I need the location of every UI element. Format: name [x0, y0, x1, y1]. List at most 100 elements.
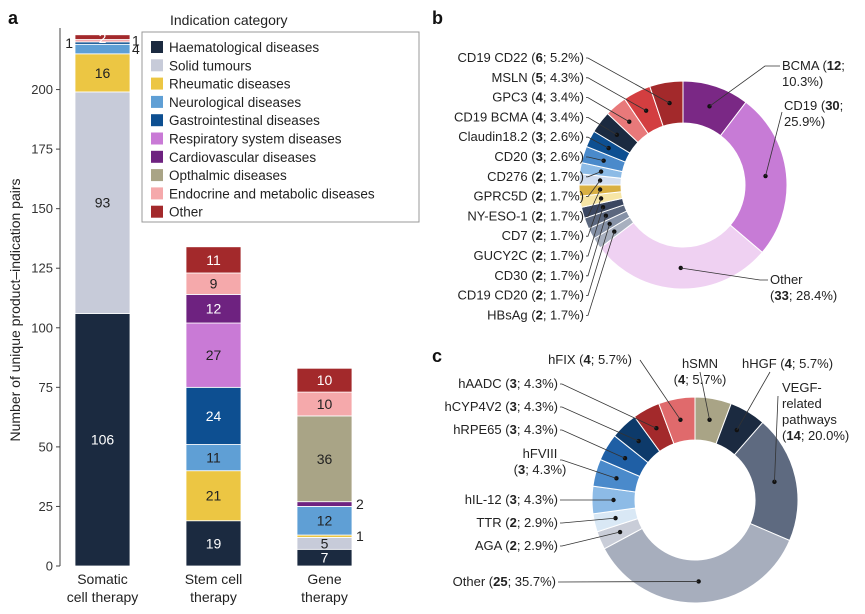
y-tick-label: 175 — [31, 142, 53, 157]
x-category-label: Gene — [307, 571, 341, 587]
legend-frame — [141, 31, 420, 223]
donut-label-hcyp4v2: hCYP4V2 (3; 4.3%) — [445, 399, 558, 414]
bar-segment-cardiovascular-diseases — [185, 294, 242, 324]
y-tick-label: 75 — [39, 380, 53, 395]
donut-label-hbsag: HBsAg (2; 1.7%) — [487, 307, 584, 322]
legend-swatch — [151, 114, 163, 127]
donut-label-ttr: TTR (2; 2.9%) — [476, 515, 558, 530]
leader-line — [560, 531, 621, 547]
bar-value-label: 1 — [132, 33, 140, 49]
legend-label: Other — [169, 205, 203, 220]
y-tick-label: 200 — [31, 82, 53, 97]
donut-label-hsmn: (4; 5.7%) — [674, 372, 727, 387]
donut-label-hfviii: hFVIII — [523, 446, 558, 461]
bar-segment-haematological-diseases — [185, 520, 242, 567]
leader-line — [586, 97, 630, 123]
leader-line — [699, 371, 710, 420]
bar-segment-other — [185, 246, 242, 274]
legend-label: Neurological diseases — [169, 95, 301, 110]
legend-title: Indication category — [170, 12, 288, 28]
bar-segment-gastrointestinal-diseases — [185, 386, 242, 445]
panel-a-letter: a — [8, 8, 19, 28]
donut-slice-other — [603, 522, 791, 604]
leader-line — [586, 231, 615, 316]
donut-label-cd19: CD19 (30; — [784, 98, 843, 113]
y-axis-title: Number of unique product–indication pair… — [7, 178, 23, 441]
bar-value-label: 12 — [206, 301, 222, 317]
legend-swatch — [151, 187, 163, 200]
legend: Indication category Haematological disea… — [141, 12, 420, 223]
donut-label-cd7: CD7 (2; 1.7%) — [502, 228, 584, 243]
donut-slice-hfix — [658, 396, 696, 445]
donut-label-cd19: 25.9%) — [784, 114, 825, 129]
leader-line — [586, 189, 601, 217]
bar-segment-rheumatic-diseases — [185, 470, 242, 522]
bar-segment-opthalmic-diseases — [296, 415, 353, 503]
donut-label-gpc3: GPC3 (4; 3.4%) — [492, 90, 584, 105]
leader-line — [639, 359, 681, 421]
donut-label-aga: AGA (2; 2.9%) — [475, 538, 558, 553]
donut-label-hrpe65: hRPE65 (3; 4.3%) — [453, 422, 558, 437]
x-category-label: Somatic — [77, 571, 128, 587]
bar-value-label: 4 — [132, 41, 140, 57]
donut-label-msln: MSLN (5; 4.3%) — [492, 70, 584, 85]
bar-segment-solid-tumours — [74, 91, 131, 314]
bar-value-label: 10 — [317, 396, 333, 412]
legend-swatch — [151, 59, 163, 72]
donut-label-vegf-related-pathways: VEGF- — [782, 380, 822, 395]
bar-value-label: 106 — [91, 432, 115, 448]
y-tick-label: 150 — [31, 201, 53, 216]
legend-swatch — [151, 150, 163, 163]
bar-value-label: 1 — [356, 528, 364, 544]
bar-segment-rheumatic-diseases — [74, 53, 131, 93]
bar-value-label: 27 — [206, 347, 222, 363]
x-category-label: therapy — [190, 589, 237, 605]
bar-segment-respiratory-system-diseases — [185, 322, 242, 388]
leader-line — [586, 156, 604, 162]
bar-segment-haematological-diseases — [74, 313, 131, 567]
bar-segment-cardiovascular-diseases — [296, 501, 353, 507]
donut-label-cd19-cd20: CD19 CD20 (2; 1.7%) — [458, 288, 584, 303]
bar-value-label: 21 — [206, 488, 222, 504]
legend-swatch — [151, 41, 163, 53]
bar-value-label: 11 — [206, 252, 221, 268]
x-category-label: cell therapy — [67, 589, 139, 605]
leader-line — [709, 65, 780, 107]
donut-label-hhgf: hHGF (4; 5.7%) — [742, 356, 833, 371]
leader-line — [560, 429, 626, 459]
donut-chart-car-targets: BCMA (12;10.3%)CD19 (30;25.9%)Other(33; … — [454, 50, 845, 322]
y-tick-label: 50 — [39, 439, 53, 454]
legend-label: Haematological diseases — [169, 40, 319, 55]
leader-line — [736, 371, 771, 431]
x-category-label: Stem cell — [185, 571, 243, 587]
leader-dot — [678, 265, 683, 271]
leader-line — [774, 395, 779, 482]
donut-label-hsmn: hSMN — [682, 356, 718, 371]
leader-line — [560, 459, 617, 479]
bar-segment-other — [296, 367, 353, 393]
bar-value-label: 9 — [210, 276, 218, 292]
donut-label-gucy2c: GUCY2C (2; 1.7%) — [473, 248, 584, 263]
legend-label: Gastrointestinal diseases — [169, 113, 320, 128]
donut-label-other: (33; 28.4%) — [770, 288, 837, 303]
bar-value-label: 24 — [206, 408, 222, 424]
legend-label: Solid tumours — [169, 58, 252, 73]
y-tick-label: 100 — [31, 320, 53, 335]
leader-line — [560, 406, 639, 442]
panel-b-letter: b — [432, 8, 443, 28]
leader-line — [586, 171, 602, 178]
donut-label-claudin18-2: Claudin18.2 (3; 2.6%) — [458, 129, 584, 144]
leader-line — [586, 77, 647, 111]
legend-swatch — [151, 205, 163, 218]
donut-label-vegf-related-pathways: pathways — [782, 412, 837, 427]
y-tick-label: 125 — [31, 261, 53, 276]
donut-chart-gene-targets: hSMN(4; 5.7%)hHGF (4; 5.7%)VEGF-relatedp… — [445, 352, 849, 604]
legend-label: Opthalmic diseases — [169, 168, 287, 183]
legend-swatch — [151, 169, 163, 182]
leader-line — [765, 111, 783, 177]
donut-label-cd19-cd22: CD19 CD22 (6; 5.2%) — [458, 50, 584, 65]
